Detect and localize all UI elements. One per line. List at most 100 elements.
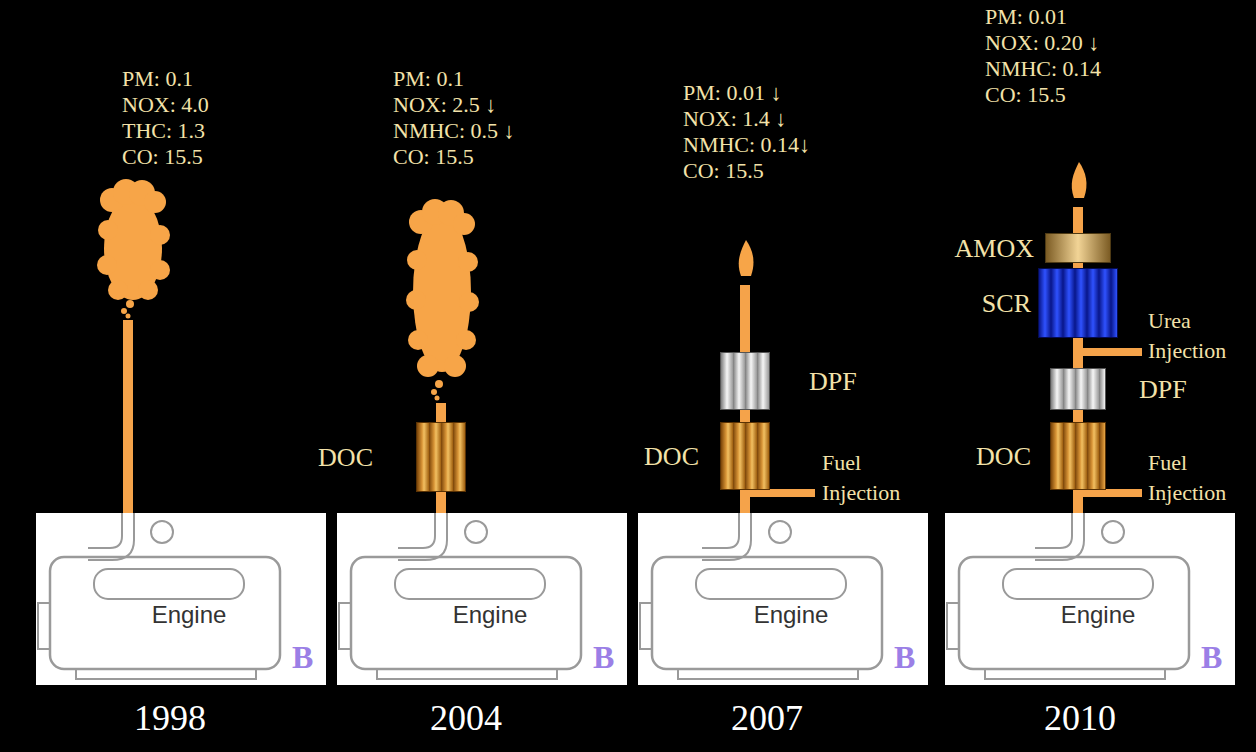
drawing-part xyxy=(453,213,475,235)
emission-value: PM: 0.01 ↓ xyxy=(683,80,781,106)
brand-logo: B xyxy=(894,641,915,673)
brand-logo: B xyxy=(593,641,614,673)
drawing-part xyxy=(1102,521,1124,543)
emission-value: NOX: 4.0 xyxy=(122,92,209,118)
exhaust-pipe xyxy=(740,410,750,422)
drawing-part xyxy=(126,300,134,308)
drawing-part xyxy=(144,191,166,213)
drawing-part xyxy=(945,513,1235,685)
brand-logo: B xyxy=(1201,641,1222,673)
emission-value: NMHC: 0.14↓ xyxy=(683,132,810,158)
engine-text: Engine xyxy=(36,601,342,630)
drawing-part xyxy=(337,513,627,685)
injection-label: Fuel Injection xyxy=(822,448,922,508)
model-year: 2010 xyxy=(1044,700,1116,736)
drawing-part xyxy=(417,355,439,377)
emission-value: CO: 15.5 xyxy=(122,144,203,170)
emission-value: CO: 15.5 xyxy=(683,158,764,184)
injection-label: Urea Injection xyxy=(1148,306,1248,366)
engine-text: Engine xyxy=(337,601,643,630)
drawing-part xyxy=(769,521,791,543)
injection-label: Fuel Injection xyxy=(1148,448,1248,508)
component-name: DOC xyxy=(318,445,373,471)
emission-value: PM: 0.1 xyxy=(122,66,193,92)
drawing-part xyxy=(465,521,487,543)
drawing-part xyxy=(739,240,754,276)
drawing-part xyxy=(1078,348,1142,356)
drawing-part xyxy=(1072,162,1087,198)
drawing-part xyxy=(408,330,428,350)
brand-logo: B xyxy=(894,641,915,673)
engine-text: Engine xyxy=(638,601,944,630)
tailpipe xyxy=(128,207,1078,513)
drawing-part xyxy=(406,290,426,310)
smoke-plume xyxy=(97,179,170,319)
emission-value: CO: 15.5 xyxy=(122,144,203,170)
drawing-part xyxy=(745,489,815,497)
emission-value: NOX: 2.5 ↓ xyxy=(393,92,496,118)
drawing-part xyxy=(444,355,466,377)
component-label: AMOX xyxy=(955,236,1034,262)
model-year: 2007 xyxy=(731,700,803,736)
component-label: DOC xyxy=(318,445,373,471)
aftertreatment-unit: DPF xyxy=(1050,368,1106,410)
drawing-part xyxy=(436,403,446,422)
aftertreatment-unit: DOC xyxy=(720,422,770,490)
drawing-part xyxy=(1073,207,1083,233)
aftertreatment-unit: DOC xyxy=(1050,422,1106,490)
emission-value: NOX: 0.20 ↓ xyxy=(985,30,1099,56)
component-name: DPF xyxy=(809,369,857,395)
brand-logo: B xyxy=(593,641,614,673)
component-label: DPF xyxy=(1139,377,1187,403)
drawing-part xyxy=(123,320,133,513)
model-year: 1998 xyxy=(134,700,206,736)
aftertreatment-unit: DPF xyxy=(720,352,770,410)
engine-label: Engine xyxy=(337,601,643,630)
exhaust-wisp xyxy=(739,162,1087,276)
drawing-part xyxy=(1078,489,1142,497)
drawing-part xyxy=(98,220,118,240)
component-name: DPF xyxy=(1139,377,1187,403)
emission-value: THC: 1.3 xyxy=(122,118,205,144)
component-label: DPF xyxy=(809,369,857,395)
drawing-part xyxy=(121,308,127,314)
component-label: DOC xyxy=(644,444,699,470)
emission-value: CO: 15.5 xyxy=(985,82,1066,108)
drawing-part xyxy=(88,513,134,560)
brand-logo: B xyxy=(292,641,313,673)
drawing-part xyxy=(702,513,751,560)
component-name: DOC xyxy=(976,444,1031,470)
emission-value: NMHC: 0.14 xyxy=(985,56,1101,82)
emission-value: PM: 0.1 xyxy=(393,66,464,92)
exhaust-pipe xyxy=(1073,338,1083,368)
drawing-part xyxy=(456,330,476,350)
drawing-part xyxy=(458,252,478,272)
emission-value: NMHC: 0.14↓ xyxy=(683,132,810,158)
brand-logo: B xyxy=(1201,641,1222,673)
drawing-part xyxy=(1035,513,1084,560)
drawing-part xyxy=(126,314,131,319)
model-year: 1998 xyxy=(134,700,206,736)
drawing-part xyxy=(97,255,117,275)
emission-value: NMHC: 0.14 xyxy=(985,56,1101,82)
emission-value: CO: 15.5 xyxy=(393,144,474,170)
smoke-plume xyxy=(406,199,479,401)
exhaust-pipe xyxy=(1073,410,1083,422)
drawing-part xyxy=(740,285,750,352)
engine-text: Engine xyxy=(945,601,1251,630)
exhaust-manifold xyxy=(88,513,1124,560)
emission-value: NOX: 4.0 xyxy=(122,92,209,118)
exhaust-pipe xyxy=(1073,490,1083,513)
aftertreatment-unit: SCR xyxy=(1038,268,1118,338)
component-name: SCR xyxy=(982,291,1031,317)
emission-value: PM: 0.1 xyxy=(393,66,464,92)
drawing-part xyxy=(431,389,437,395)
emission-value: NMHC: 0.5 ↓ xyxy=(393,118,515,144)
aftertreatment-unit: AMOX xyxy=(1045,233,1111,263)
engine-label: Engine xyxy=(638,601,944,630)
exhaust-pipe xyxy=(436,492,446,513)
emission-value: NOX: 0.20 ↓ xyxy=(985,30,1099,56)
drawing-part xyxy=(407,250,427,270)
drawing-part xyxy=(36,513,326,685)
